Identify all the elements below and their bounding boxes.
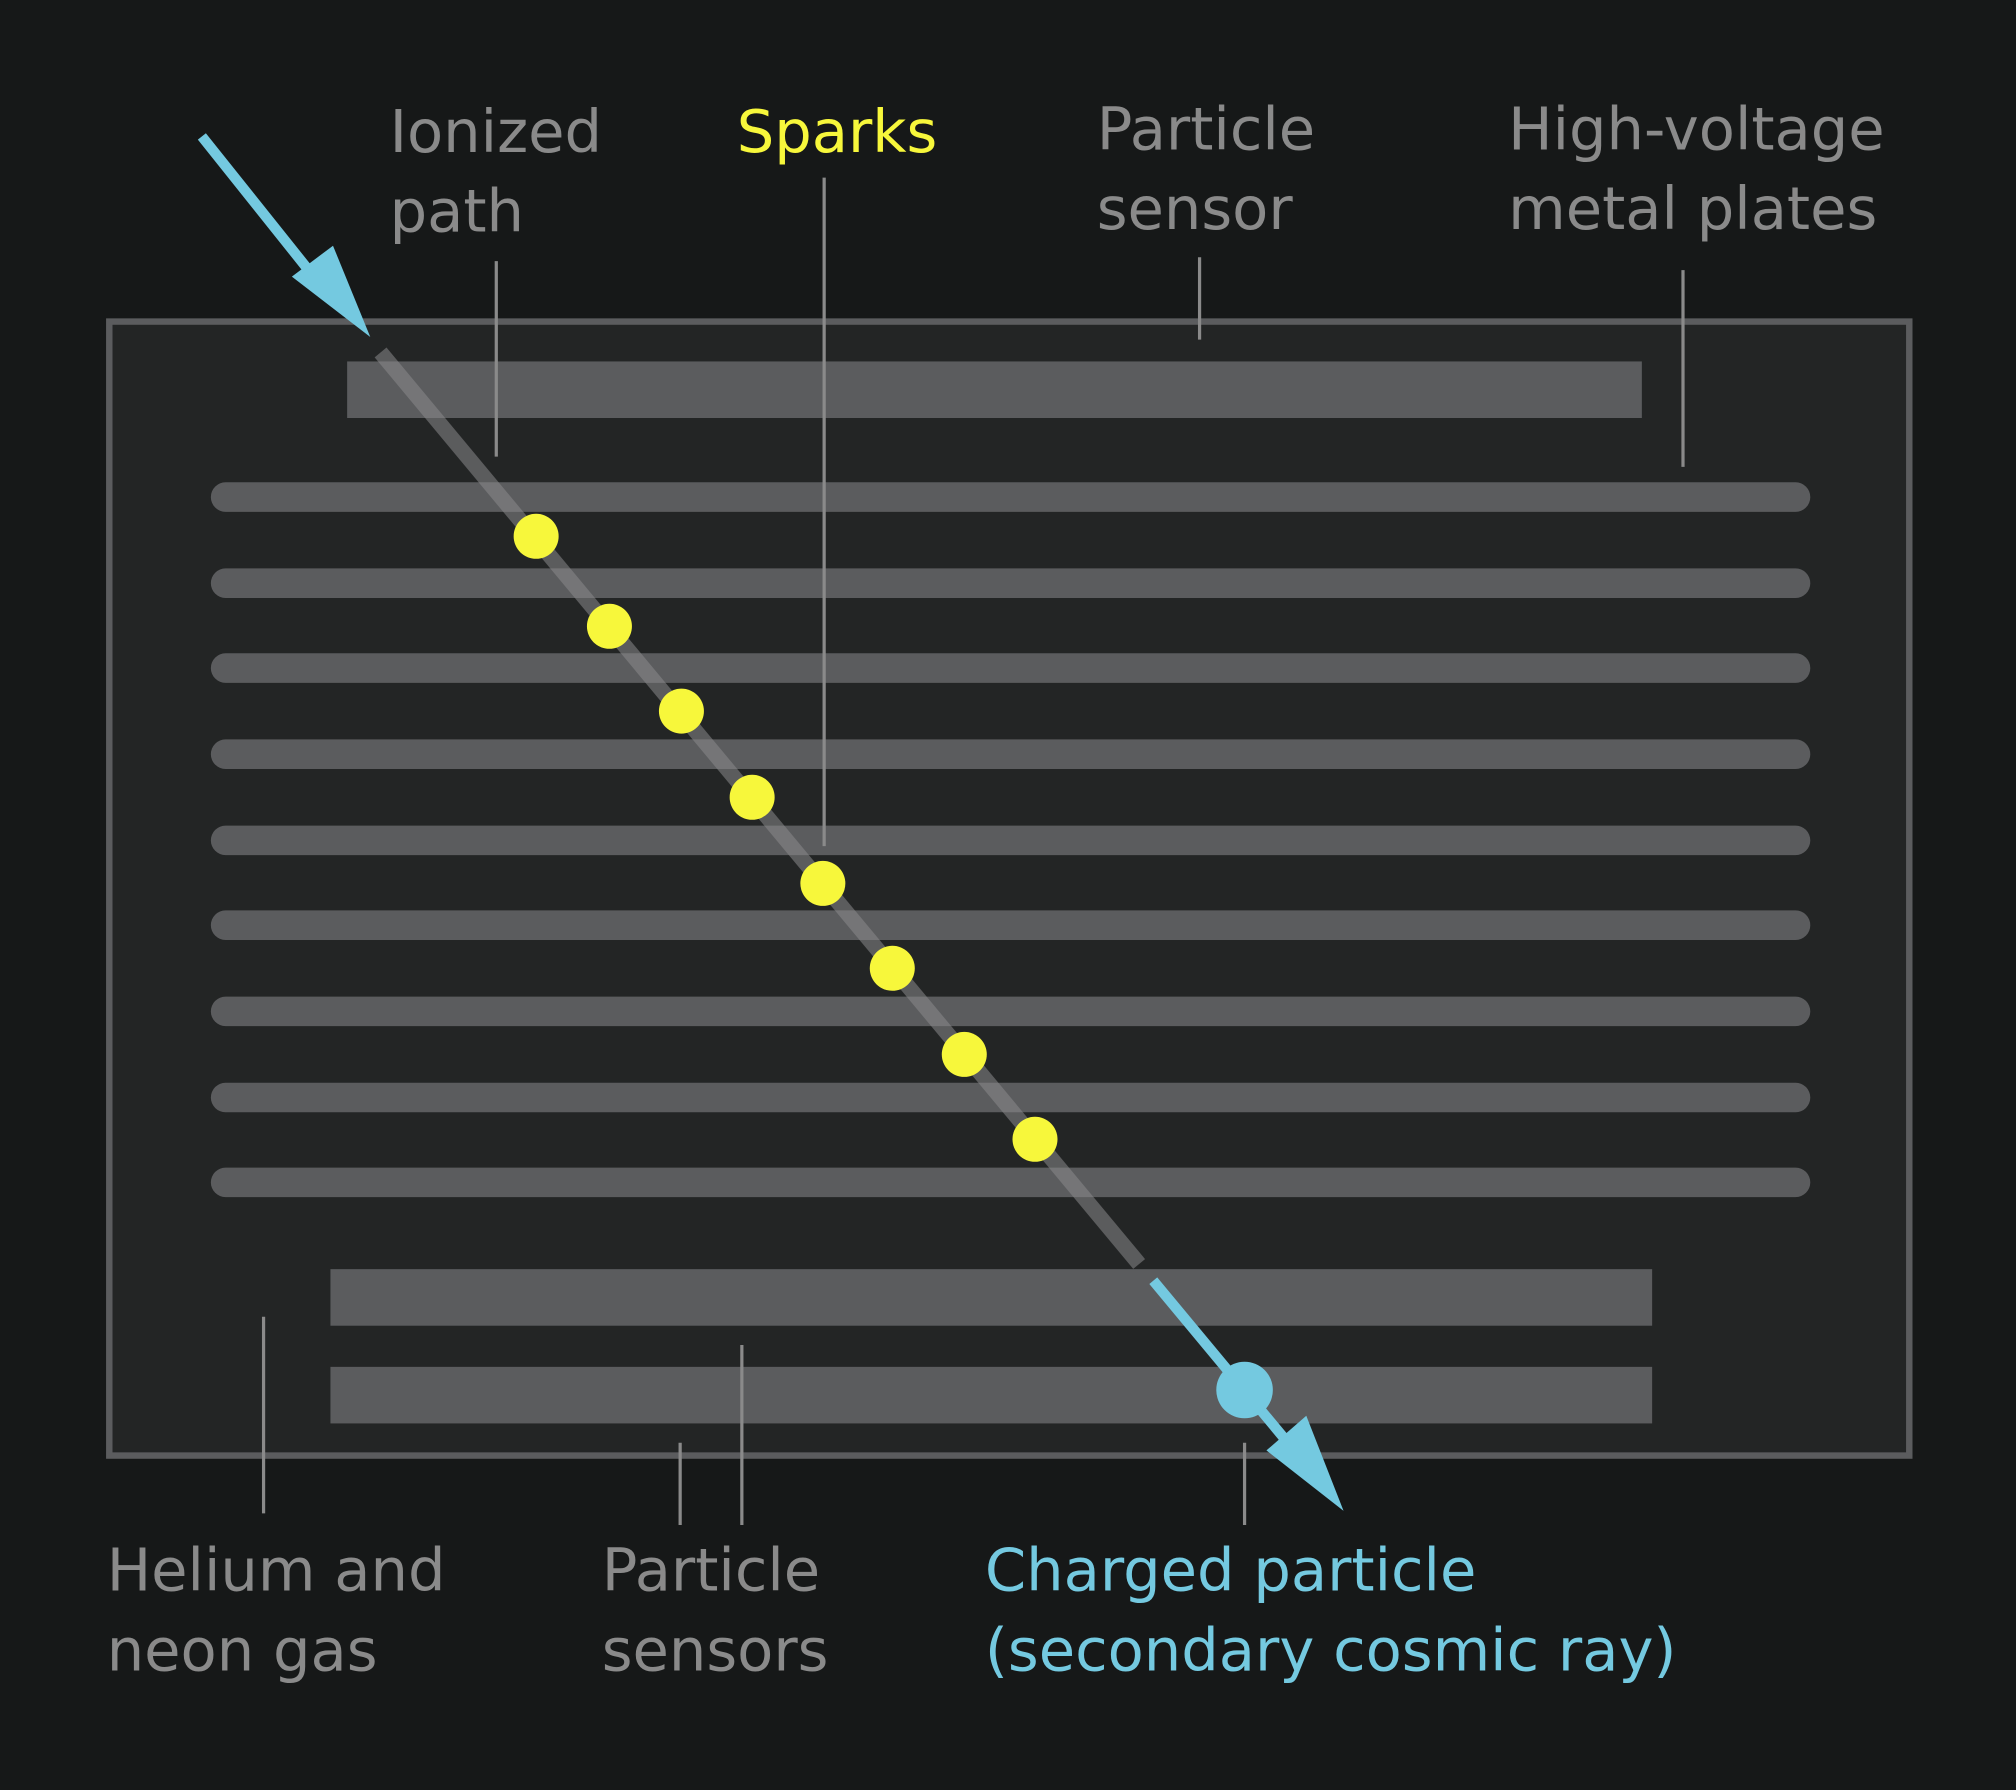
particle-sensor-top	[347, 361, 1642, 418]
plate	[210, 568, 1811, 598]
label-particle-sensor: Particle sensor	[1097, 94, 1334, 243]
leader-lines	[261, 177, 1685, 1525]
label-charged-particle: Charged particle (secondary cosmic ray)	[985, 1536, 1677, 1685]
plate	[210, 739, 1811, 769]
plate	[210, 653, 1811, 683]
label-high-voltage-plates: High-voltage metal plates	[1508, 94, 1903, 243]
label-ionized-path: Ionized path	[390, 97, 621, 246]
high-voltage-plates	[210, 482, 1811, 1198]
spark-icon	[1012, 1116, 1058, 1162]
outgoing-particle-arrow-icon	[1149, 1277, 1344, 1511]
plate	[210, 1167, 1811, 1198]
spark-icon	[586, 603, 632, 649]
spark-icon	[869, 945, 915, 991]
label-sparks: Sparks	[737, 97, 938, 166]
label-particle-sensors: Particle sensors	[602, 1536, 839, 1685]
particle-sensor-bottom-2	[330, 1366, 1653, 1424]
sparks	[513, 513, 1058, 1162]
label-helium-neon-gas: Helium and neon gas	[107, 1536, 465, 1685]
spark-icon	[513, 513, 559, 559]
charged-particle-dot	[1216, 1361, 1273, 1419]
plate	[210, 825, 1811, 856]
incoming-particle-arrow-icon	[197, 133, 371, 337]
spark-icon	[658, 688, 704, 734]
particle-sensor-bottom-1	[330, 1269, 1653, 1326]
spark-icon	[941, 1031, 987, 1077]
plate	[210, 482, 1811, 512]
plate	[210, 910, 1811, 940]
spark-icon	[729, 774, 775, 820]
plate	[210, 996, 1811, 1027]
spark-icon	[800, 860, 846, 906]
